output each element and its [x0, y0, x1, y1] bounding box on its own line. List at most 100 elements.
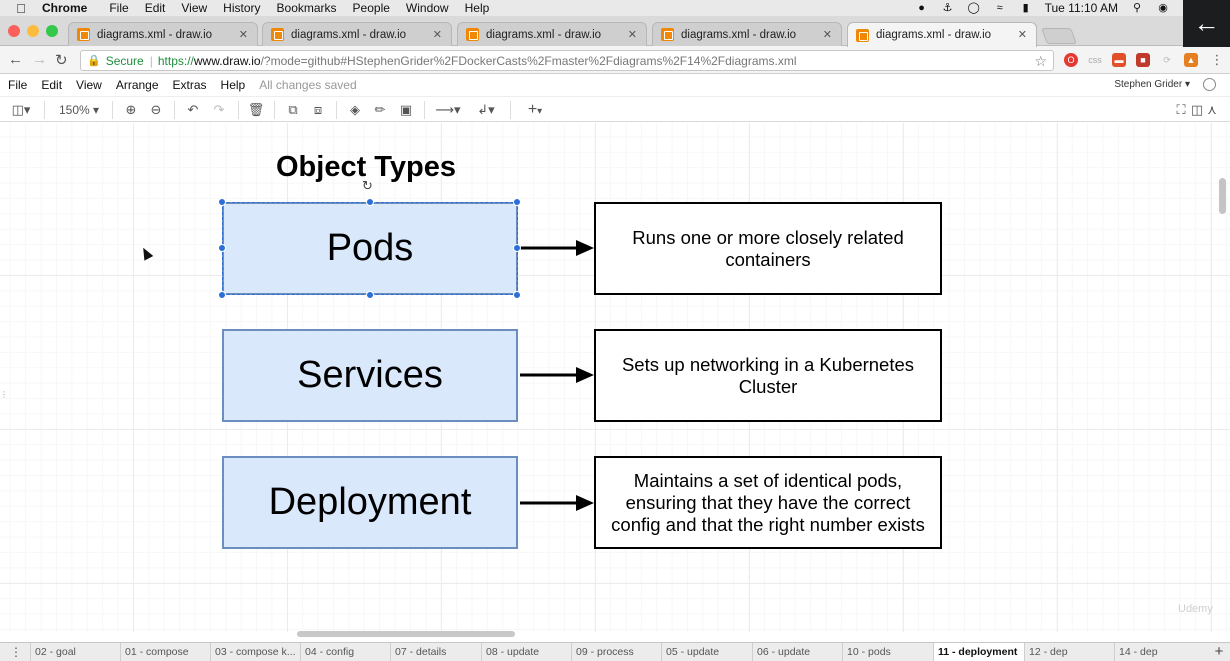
reload-icon[interactable]: ↻: [55, 52, 68, 69]
page-tab[interactable]: 06 - update: [752, 643, 843, 661]
os-menu-window[interactable]: Window: [405, 1, 449, 15]
add-page-icon[interactable]: +: [1214, 643, 1224, 660]
os-menu-app[interactable]: Chrome: [42, 1, 88, 15]
services-description-box[interactable]: Sets up networking in a Kubernetes Clust…: [594, 329, 942, 422]
tab-close-icon[interactable]: ✕: [1017, 29, 1027, 41]
os-menu-bookmarks[interactable]: Bookmarks: [276, 1, 337, 15]
pages-menu-icon[interactable]: ⋮: [10, 645, 22, 659]
sidebar-toggle-icon[interactable]: ⋮: [0, 390, 8, 399]
resize-handle[interactable]: [218, 244, 226, 252]
menu-help[interactable]: Help: [220, 78, 246, 92]
page-tab[interactable]: 07 - details: [390, 643, 481, 661]
fullscreen-icon[interactable]: ⛶: [1176, 102, 1186, 117]
wifi-icon[interactable]: ≈: [996, 2, 1003, 14]
page-tab[interactable]: 08 - update: [481, 643, 572, 661]
extension-icon[interactable]: ▬: [1112, 53, 1126, 67]
connection-style-icon[interactable]: ⟶▾: [435, 102, 461, 117]
page-tab[interactable]: 12 - dep: [1024, 643, 1115, 661]
page-tab[interactable]: 05 - update: [661, 643, 752, 661]
fill-color-icon[interactable]: ◈: [350, 102, 360, 117]
extension-icon[interactable]: ⟳: [1163, 55, 1171, 65]
services-arrow[interactable]: [518, 366, 596, 384]
resize-handle[interactable]: [366, 198, 374, 206]
browser-tab-active[interactable]: diagrams.xml - draw.io ✕: [847, 22, 1037, 47]
horizontal-scrollbar[interactable]: [297, 631, 515, 637]
page-tab[interactable]: 03 - compose k...: [210, 643, 301, 661]
vertical-scrollbar[interactable]: [1219, 178, 1226, 214]
deployment-description-box[interactable]: Maintains a set of identical pods, ensur…: [594, 456, 942, 549]
page-tab[interactable]: 02 - goal: [30, 643, 121, 661]
pods-description-box[interactable]: Runs one or more closely related contain…: [594, 202, 942, 295]
pods-arrow[interactable]: [518, 239, 596, 257]
menu-arrange[interactable]: Arrange: [115, 78, 159, 92]
tab-close-icon[interactable]: ✕: [627, 29, 637, 41]
zoom-window-icon[interactable]: [46, 25, 58, 37]
docker-icon[interactable]: ⚓: [942, 2, 953, 14]
waypoints-icon[interactable]: ↲▾: [477, 102, 495, 117]
close-window-icon[interactable]: [8, 25, 20, 37]
delete-icon[interactable]: 🗑: [247, 102, 265, 117]
page-tab[interactable]: 04 - config: [300, 643, 391, 661]
resize-handle[interactable]: [513, 244, 521, 252]
menu-file[interactable]: File: [8, 78, 28, 92]
os-menu-view[interactable]: View: [181, 1, 208, 15]
deployment-shape[interactable]: Deployment: [222, 456, 518, 549]
back-icon[interactable]: ←: [8, 51, 23, 68]
to-back-icon[interactable]: ⧈: [313, 102, 323, 117]
browser-tab[interactable]: diagrams.xml - draw.io ✕: [68, 22, 258, 46]
to-front-icon[interactable]: ⧉: [288, 102, 298, 117]
format-panel-icon[interactable]: ◫▾: [11, 102, 31, 117]
app-tray-icon[interactable]: ●: [918, 2, 925, 14]
services-shape[interactable]: Services: [222, 329, 518, 422]
format-toggle-icon[interactable]: ◫: [1190, 102, 1204, 117]
css-extension-icon[interactable]: css: [1088, 55, 1102, 65]
apple-icon[interactable]: : [14, 1, 28, 16]
zoom-out-icon[interactable]: ⊖: [150, 102, 162, 117]
tab-close-icon[interactable]: ✕: [822, 29, 832, 41]
tab-close-icon[interactable]: ✕: [238, 29, 248, 41]
siri-icon[interactable]: ◉: [1158, 2, 1168, 14]
resize-handle[interactable]: [366, 291, 374, 299]
undo-icon[interactable]: ↶: [187, 102, 199, 117]
os-menu-edit[interactable]: Edit: [144, 1, 166, 15]
menu-edit[interactable]: Edit: [41, 78, 63, 92]
line-color-icon[interactable]: ✏: [374, 102, 386, 117]
bookmark-star-icon[interactable]: ☆: [1034, 53, 1047, 69]
menu-view[interactable]: View: [76, 78, 102, 92]
os-menu-file[interactable]: File: [109, 1, 129, 15]
diagram-title[interactable]: Object Types: [276, 151, 456, 183]
menu-extras[interactable]: Extras: [172, 78, 207, 92]
tab-close-icon[interactable]: ✕: [432, 29, 442, 41]
browser-tab[interactable]: diagrams.xml - draw.io ✕: [652, 22, 842, 46]
metamask-extension-icon[interactable]: ▲: [1184, 53, 1198, 67]
spotlight-search-icon[interactable]: ⚲: [1132, 2, 1142, 14]
redo-icon[interactable]: ↷: [213, 102, 225, 117]
resize-handle[interactable]: [218, 198, 226, 206]
language-globe-icon[interactable]: [1203, 78, 1216, 91]
os-menu-people[interactable]: People: [352, 1, 390, 15]
page-tab[interactable]: 14 - dep: [1114, 643, 1205, 661]
zoom-in-icon[interactable]: ⊕: [125, 102, 137, 117]
back-arrow-icon[interactable]: ←: [1183, 0, 1230, 47]
resize-handle[interactable]: [513, 198, 521, 206]
page-tab[interactable]: 01 - compose: [120, 643, 211, 661]
shadow-icon[interactable]: ▣: [399, 102, 413, 117]
forward-icon[interactable]: →: [32, 51, 47, 68]
new-tab-button[interactable]: [1041, 28, 1077, 44]
user-menu[interactable]: Stephen Grider ▾: [1114, 79, 1190, 90]
battery-icon[interactable]: ▮: [1022, 2, 1029, 14]
os-menu-help[interactable]: Help: [464, 1, 490, 15]
page-tab[interactable]: 09 - process: [571, 643, 662, 661]
opera-extension-icon[interactable]: O: [1064, 53, 1078, 67]
minimize-window-icon[interactable]: [27, 25, 39, 37]
extension-icon[interactable]: ■: [1136, 53, 1150, 67]
address-bar[interactable]: 🔒 Secure | https:// www.draw.io /?mode=g…: [80, 50, 1054, 71]
browser-tab[interactable]: diagrams.xml - draw.io ✕: [262, 22, 452, 46]
deployment-arrow[interactable]: [518, 494, 596, 512]
insert-icon[interactable]: +▾: [527, 101, 543, 118]
resize-handle[interactable]: [513, 291, 521, 299]
collapse-icon[interactable]: ⋏: [1207, 102, 1217, 117]
page-tab[interactable]: 10 - pods: [842, 643, 933, 661]
page-tab-active[interactable]: 11 - deployment: [933, 643, 1024, 661]
os-menu-history[interactable]: History: [223, 1, 261, 15]
